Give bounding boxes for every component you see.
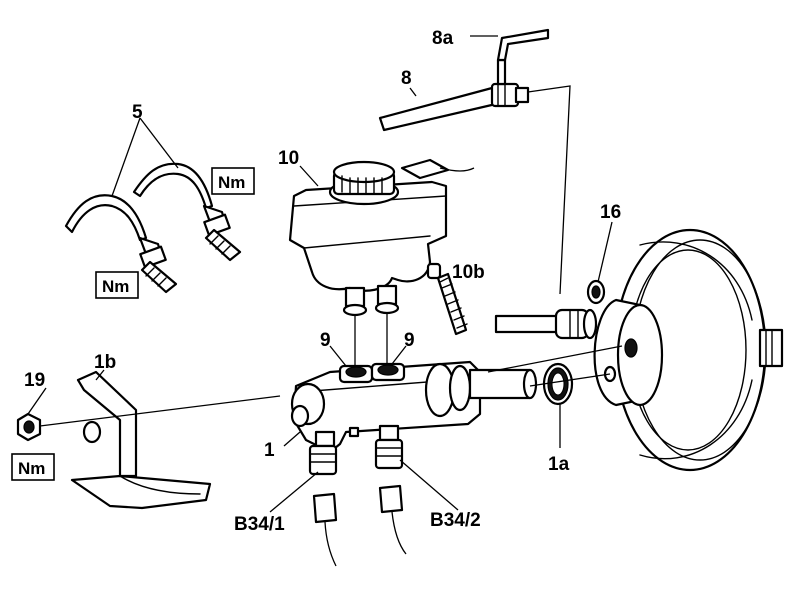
label-9-left: 9 — [320, 330, 331, 351]
label-9-right: 9 — [404, 330, 415, 351]
vacuum-check-valve — [494, 308, 598, 340]
label-b34-1: B34/1 — [234, 514, 285, 535]
label-10b: 10b — [452, 262, 485, 283]
pressure-sensor-b34-1 — [308, 444, 338, 567]
alignment-line-nut — [39, 395, 281, 427]
torque-box-left — [95, 271, 139, 299]
level-sensor-connector — [400, 158, 475, 180]
brake-booster — [593, 228, 784, 472]
alignment-line-pushrod — [529, 373, 611, 387]
nut-19 — [16, 412, 42, 442]
label-16: 16 — [600, 202, 621, 223]
brake-line-5a — [64, 194, 178, 294]
label-1b: 1b — [94, 352, 116, 373]
label-10: 10 — [278, 148, 299, 169]
torque-label-bottom: Nm — [18, 459, 45, 478]
label-b34-2: B34/2 — [430, 510, 481, 531]
pressure-sensor-b34-2 — [374, 438, 407, 555]
fluid-reservoir — [288, 160, 448, 317]
label-1: 1 — [264, 440, 275, 461]
leader-lines — [27, 35, 613, 513]
torque-box-top — [211, 167, 255, 195]
master-cylinder — [290, 360, 538, 454]
label-8: 8 — [401, 68, 412, 89]
bracket-1b — [70, 370, 212, 510]
grommet-16 — [586, 279, 606, 305]
vacuum-hose-8 — [378, 82, 530, 132]
brake-line-5b — [132, 162, 242, 262]
torque-box-bottom — [11, 453, 55, 481]
hose-10b — [436, 272, 468, 336]
label-1a: 1a — [548, 454, 570, 475]
label-19: 19 — [24, 370, 45, 391]
seal-ring-1a — [542, 362, 574, 406]
label-8a: 8a — [432, 28, 454, 49]
torque-label-top: Nm — [218, 173, 245, 192]
torque-label-left: Nm — [102, 277, 129, 296]
label-5: 5 — [132, 102, 143, 123]
vacuum-pipe-8a — [496, 28, 550, 86]
alignment-line-booster — [487, 345, 623, 373]
